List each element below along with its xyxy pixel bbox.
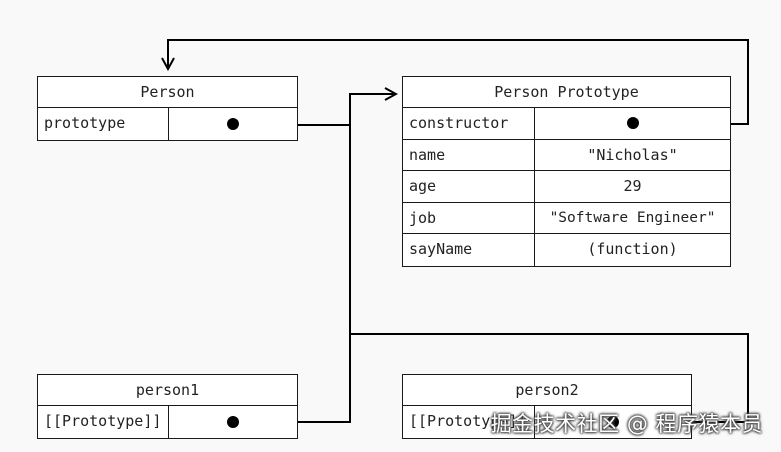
pointer-dot bbox=[607, 415, 619, 428]
row-key: age bbox=[403, 171, 535, 202]
row-value bbox=[535, 406, 691, 438]
prototype-row-job: job "Software Engineer" bbox=[403, 202, 730, 234]
row-key: job bbox=[403, 202, 535, 233]
row-value: "Nicholas" bbox=[587, 145, 678, 164]
prototype-row-name: name "Nicholas" bbox=[403, 139, 730, 171]
row-key: name bbox=[403, 139, 535, 170]
person2-box: person2 [[Prototype]] bbox=[402, 374, 692, 439]
row-value: "Software Engineer" bbox=[549, 209, 716, 226]
row-key: [[Prototype]] bbox=[38, 406, 169, 438]
person-row-prototype: prototype bbox=[38, 108, 297, 140]
person1-row-prototype: [[Prototype]] bbox=[38, 406, 297, 438]
row-key: constructor bbox=[403, 108, 535, 139]
row-key: [[Prototype]] bbox=[403, 406, 535, 438]
person-title: Person bbox=[38, 77, 297, 108]
pointer-dot bbox=[227, 415, 239, 428]
person-box: Person prototype bbox=[37, 76, 298, 141]
prototype-title: Person Prototype bbox=[403, 77, 730, 108]
person1-title: person1 bbox=[38, 375, 297, 406]
row-value bbox=[535, 108, 730, 139]
pointer-dot bbox=[626, 117, 639, 130]
row-value: (function) bbox=[587, 240, 678, 258]
prototype-row-sayname: sayName (function) bbox=[403, 234, 730, 266]
person2-row-prototype: [[Prototype]] bbox=[403, 406, 691, 438]
person2-title: person2 bbox=[403, 375, 691, 406]
row-value bbox=[169, 108, 297, 140]
row-key: prototype bbox=[38, 108, 169, 140]
row-value: 29 bbox=[623, 177, 642, 195]
watermark-text: 掘金技术社区 @ 程序猿本员 bbox=[490, 412, 763, 436]
person1-box: person1 [[Prototype]] bbox=[37, 374, 298, 439]
prototype-row-constructor: constructor bbox=[403, 108, 730, 140]
prototype-row-age: age 29 bbox=[403, 171, 730, 203]
row-value bbox=[169, 406, 297, 438]
person-prototype-box: Person Prototype constructor name "Nicho… bbox=[402, 76, 731, 267]
pointer-dot bbox=[227, 117, 239, 130]
row-key: sayName bbox=[403, 234, 535, 266]
